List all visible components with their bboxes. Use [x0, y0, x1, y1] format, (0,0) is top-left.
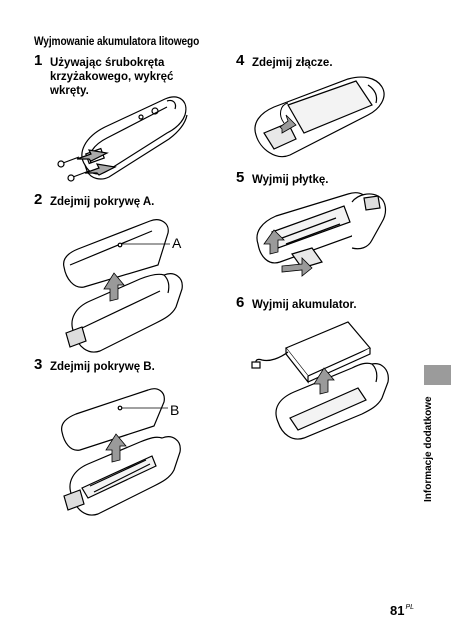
step-3: 3 Zdejmij pokrywę B. — [34, 356, 214, 376]
remove-connector-illustration — [248, 75, 398, 165]
step-4: 4 Zdejmij złącze. — [236, 52, 416, 72]
remove-cover-a-illustration — [60, 215, 210, 365]
callout-a: A — [172, 235, 182, 251]
callout-b: B — [170, 402, 180, 418]
remote-screws-illustration — [55, 93, 195, 193]
page-number: 81PL — [390, 603, 414, 618]
remove-cover-b-illustration — [56, 382, 206, 532]
side-tab-label: Informacje dodatkowe — [421, 384, 435, 504]
step-2: 2 Zdejmij pokrywę A. — [34, 191, 214, 211]
section-title: Wyjmowanie akumulatora litowego — [34, 36, 200, 48]
page-number-value: 81 — [390, 603, 405, 618]
step-text: Zdejmij złącze. — [252, 57, 333, 69]
step-text: Zdejmij pokrywę B. — [50, 361, 155, 373]
step-5: 5 Wyjmij płytkę. — [236, 169, 416, 189]
step-number: 5 — [236, 169, 245, 186]
side-tab-marker — [424, 365, 451, 385]
side-tab-text: Informacje dodatkowe — [423, 396, 434, 502]
step-text: Używając śrubokręta krzyżakowego, wykręć… — [50, 57, 174, 97]
step-number: 6 — [236, 294, 245, 311]
step-number: 4 — [236, 52, 245, 69]
remove-battery-illustration — [248, 318, 400, 440]
step-text: Zdejmij pokrywę A. — [50, 196, 155, 208]
step-number: 1 — [34, 52, 43, 69]
step-1: 1 Używając śrubokręta krzyżakowego, wykr… — [34, 52, 214, 104]
step-6: 6 Wyjmij akumulator. — [236, 294, 416, 314]
step-text: Wyjmij akumulator. — [252, 299, 357, 311]
remove-board-illustration — [252, 192, 402, 282]
page-language-suffix: PL — [405, 604, 415, 611]
step-number: 3 — [34, 356, 43, 373]
step-number: 2 — [34, 191, 43, 208]
step-text: Wyjmij płytkę. — [252, 174, 329, 186]
